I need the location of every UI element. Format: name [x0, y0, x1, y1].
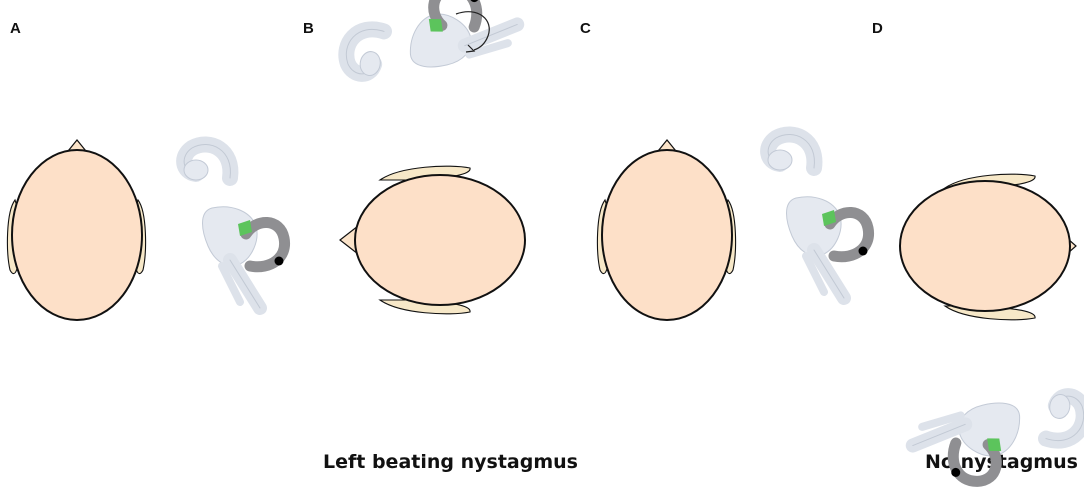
skull-b	[354, 174, 526, 306]
panel-d	[899, 173, 1084, 492]
panel-label-b: B	[303, 20, 314, 37]
panel-label-d: D	[872, 20, 883, 37]
inner-ear-a	[184, 145, 285, 308]
inner-ear-d	[909, 371, 1084, 492]
skull-a	[11, 149, 143, 321]
panel-c	[596, 135, 869, 321]
caption-panel-b: Left beating nystagmus	[323, 451, 578, 473]
head-d	[899, 173, 1077, 321]
skull-c	[601, 149, 733, 321]
skull-d	[899, 180, 1071, 312]
head-a	[6, 139, 147, 321]
panel-a	[6, 139, 285, 321]
head-c	[596, 139, 737, 321]
panel-label-c: C	[580, 20, 591, 37]
rotation-arrow-icon	[455, 11, 490, 53]
panel-label-a: A	[10, 20, 21, 37]
panel-b	[339, 0, 526, 315]
head-b	[339, 165, 526, 315]
inner-ear-b	[343, 0, 521, 99]
inner-ear-c	[768, 135, 869, 298]
